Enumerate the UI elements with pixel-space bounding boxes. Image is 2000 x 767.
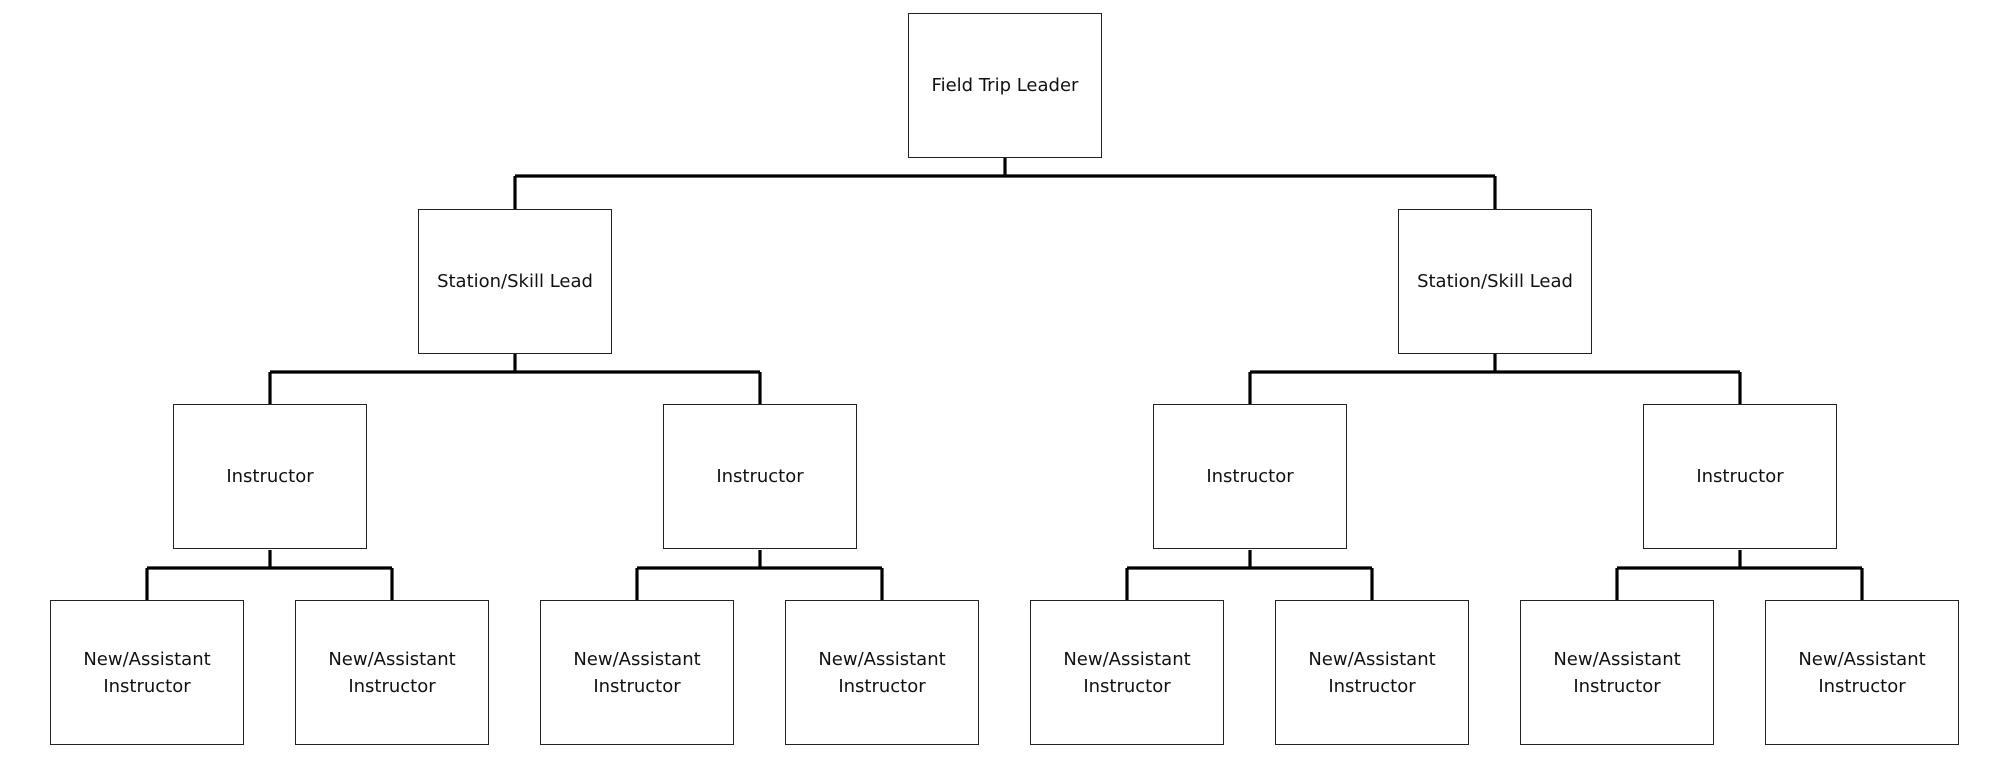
node-label-line2: Instructor	[1573, 675, 1661, 697]
node-label: Station/Skill Lead	[437, 271, 593, 292]
node-label: Station/Skill Lead	[1417, 271, 1573, 292]
node-instructor-2: Instructor	[663, 404, 857, 549]
node-label-line1: New/Assistant	[573, 648, 701, 670]
node-label: Instructor	[226, 466, 314, 487]
node-label-line2: Instructor	[348, 675, 436, 697]
node-label-line2: Instructor	[1328, 675, 1416, 697]
node-label-line2: Instructor	[838, 675, 926, 697]
node-instructor-3: Instructor	[1153, 404, 1347, 549]
node-label: Instructor	[1696, 466, 1784, 487]
node-station-skill-lead-1: Station/Skill Lead	[418, 209, 612, 354]
node-label-line1: New/Assistant	[1308, 648, 1436, 670]
node-label-line1: New/Assistant	[1063, 648, 1191, 670]
node-field-trip-leader: Field Trip Leader	[908, 13, 1102, 158]
node-instructor-4: Instructor	[1643, 404, 1837, 549]
node-label: Instructor	[716, 466, 804, 487]
node-station-skill-lead-2: Station/Skill Lead	[1398, 209, 1592, 354]
node-label: Instructor	[1206, 466, 1294, 487]
node-instructor-1: Instructor	[173, 404, 367, 549]
node-label-line2: Instructor	[103, 675, 191, 697]
node-label-line1: New/Assistant	[818, 648, 946, 670]
node-label-line1: New/Assistant	[1553, 648, 1681, 670]
node-label-line1: New/Assistant	[328, 648, 456, 670]
node-label: Field Trip Leader	[931, 75, 1079, 96]
node-label-line2: Instructor	[1083, 675, 1171, 697]
node-label-line1: New/Assistant	[1798, 648, 1926, 670]
node-label-line1: New/Assistant	[83, 648, 211, 670]
node-label-line2: Instructor	[593, 675, 681, 697]
node-label-line2: Instructor	[1818, 675, 1906, 697]
